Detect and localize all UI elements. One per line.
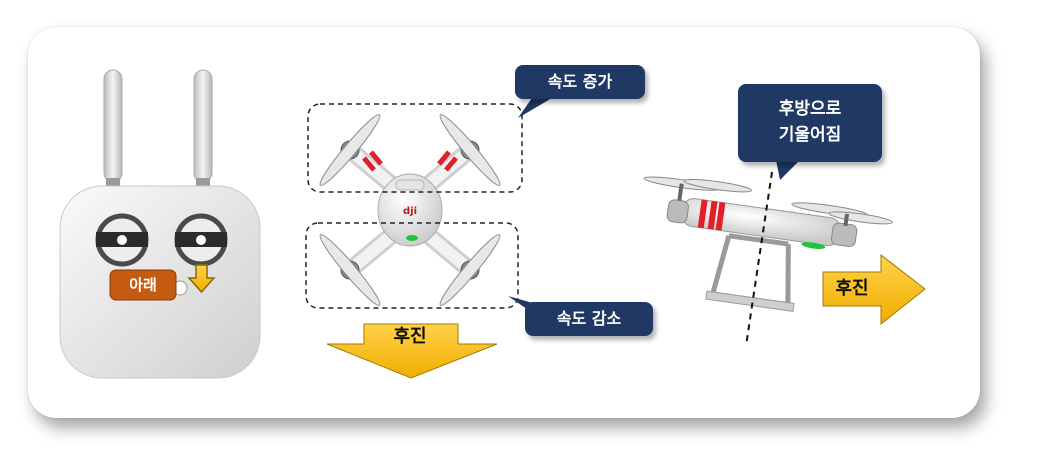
top-view-drone: ⅾjⅰ bbox=[305, 103, 523, 309]
left-stick bbox=[95, 213, 149, 267]
side-direction-label: 후진 bbox=[835, 278, 869, 299]
tilt-callout-tail bbox=[776, 160, 800, 180]
tilt-axis-line bbox=[745, 171, 773, 347]
side-view-drone bbox=[643, 176, 893, 312]
right-stick bbox=[174, 213, 228, 267]
front-callout-tail bbox=[518, 98, 552, 118]
antenna-left bbox=[103, 69, 123, 190]
top-direction-label: 후진 bbox=[393, 326, 427, 347]
stick-label-box bbox=[109, 269, 177, 301]
antenna-right bbox=[193, 69, 213, 190]
tilt-callout-line2: 기울어짐 bbox=[778, 125, 842, 145]
svg-text:ⅾjⅰ: ⅾjⅰ bbox=[403, 206, 417, 217]
rear-speed-callout-text: 속도 감소 bbox=[556, 309, 622, 328]
backward-arrow-down-icon bbox=[326, 323, 498, 379]
backward-arrow-right-icon bbox=[822, 253, 926, 326]
front-speed-callout-text: 속도 증가 bbox=[547, 72, 613, 91]
rear-rotors-outline bbox=[305, 222, 519, 309]
tilt-callout-line1: 후방으로 bbox=[778, 99, 842, 119]
remote-controller bbox=[59, 69, 261, 379]
stick-down-arrow-icon bbox=[187, 264, 216, 294]
front-rotors-outline bbox=[307, 103, 523, 193]
front-speed-callout: 속도 증가 bbox=[515, 65, 645, 99]
rear-speed-callout: 속도 감소 bbox=[525, 302, 653, 336]
tilt-callout: 후방으로 기울어짐 bbox=[738, 84, 882, 162]
top-propellers bbox=[319, 114, 501, 306]
stick-label-text: 아래 bbox=[129, 276, 157, 294]
